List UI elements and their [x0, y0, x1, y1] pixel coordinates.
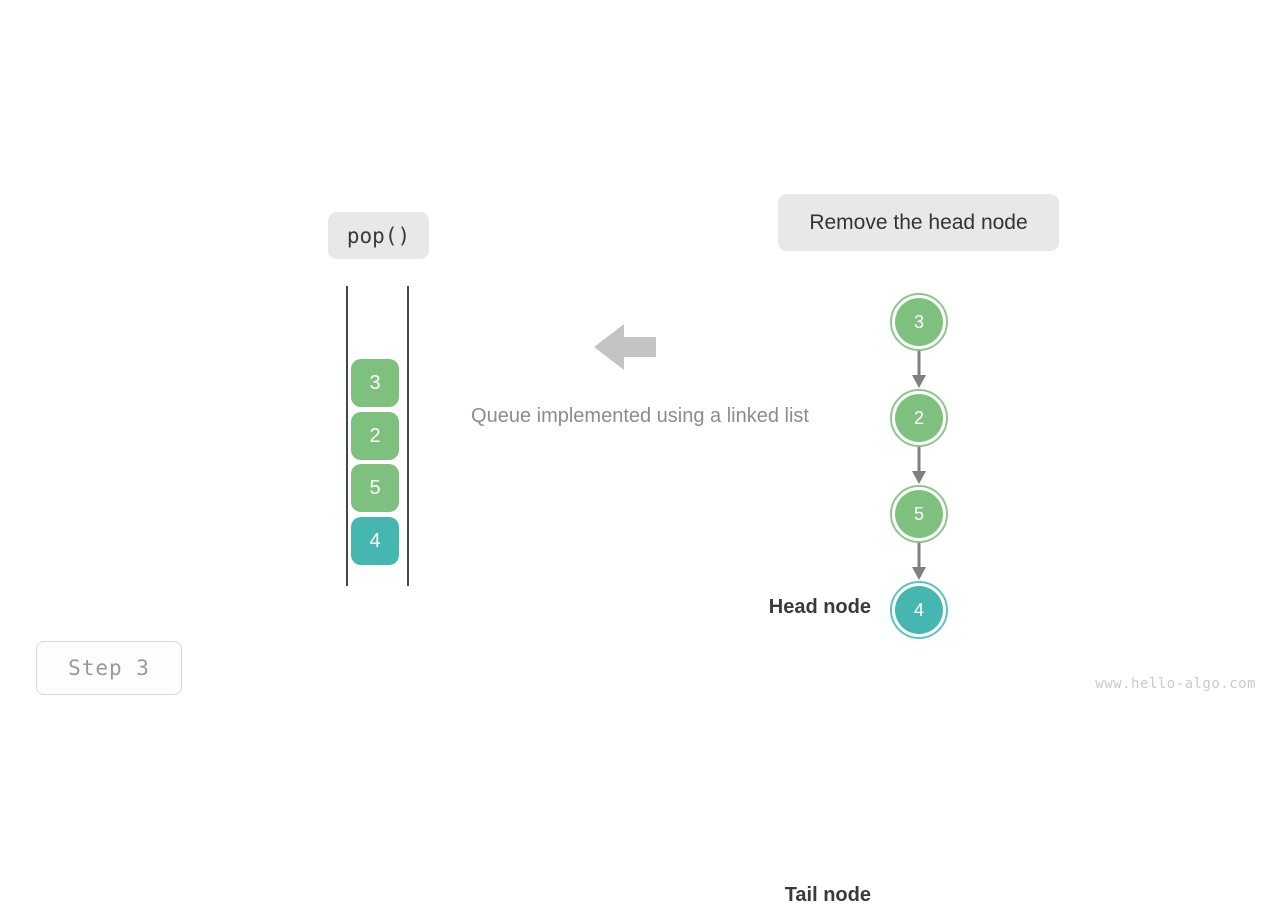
node-value: 5 [913, 503, 924, 524]
linked-list-node: 5 [890, 485, 948, 543]
diagram-caption: Queue implemented using a linked list [471, 405, 809, 427]
node-value: 2 [913, 407, 924, 428]
operation-badge: pop() [328, 212, 429, 259]
node-ring [890, 293, 948, 351]
node-core: 2 [895, 394, 943, 442]
queue-cell-highlighted: 4 [351, 517, 399, 565]
queue-cell-value: 3 [369, 371, 381, 394]
description-badge-label: Remove the head node [809, 210, 1028, 234]
watermark: www.hello-algo.com [1095, 676, 1256, 692]
queue-cell: 3 [351, 359, 399, 407]
queue-cell-value: 4 [369, 529, 381, 552]
tail-node-label: Tail node [784, 884, 871, 906]
queue-rail-right [407, 286, 409, 586]
node-connector-arrow-icon [912, 447, 926, 484]
queue-rail-left [346, 286, 348, 586]
node-value: 4 [913, 599, 924, 620]
left-block-arrow-icon [594, 324, 656, 370]
linked-list-node-head: 3 [890, 293, 948, 351]
operation-badge-label: pop() [346, 223, 411, 248]
node-ring [890, 581, 948, 639]
node-core: 4 [895, 586, 943, 634]
queue-column: 3 2 5 4 [340, 280, 420, 592]
node-ring [890, 389, 948, 447]
queue-cell: 5 [351, 464, 399, 512]
queue-cell-value: 5 [369, 476, 381, 499]
step-badge-label: Step 3 [68, 656, 150, 680]
head-node-label: Head node [768, 596, 871, 618]
node-ring [890, 485, 948, 543]
node-value: 3 [913, 311, 924, 332]
node-core: 3 [895, 298, 943, 346]
node-core: 5 [895, 490, 943, 538]
step-badge: Step 3 [36, 641, 182, 695]
node-connector-arrow-icon [912, 351, 926, 388]
queue-cell-value: 2 [369, 424, 381, 447]
queue-cell: 2 [351, 412, 399, 460]
description-badge: Remove the head node [778, 194, 1059, 251]
linked-list-node: 2 [890, 389, 948, 447]
linked-list: Head node Tail node 3 2 5 4 [740, 286, 1000, 906]
node-connector-arrow-icon [912, 543, 926, 580]
linked-list-node-tail: 4 [890, 581, 948, 639]
